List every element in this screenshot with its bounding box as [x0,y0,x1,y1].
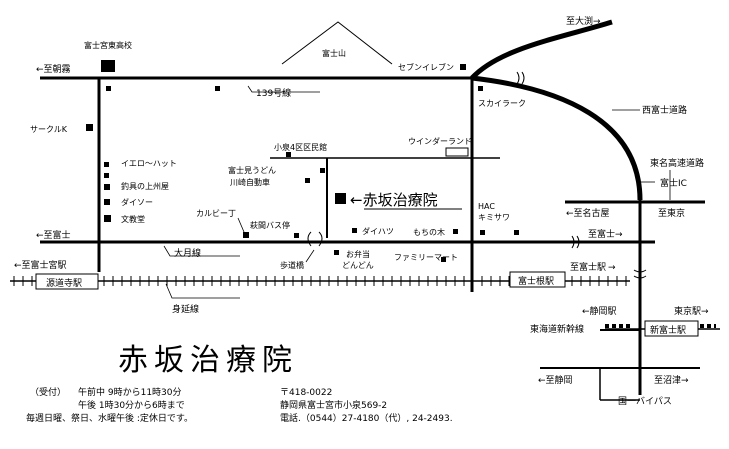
nishi-fuji-label: 西富士道路 [642,104,687,116]
calbee-label: カルビー丁 [196,209,236,218]
direction-fuji-east: 至富士→ [588,228,623,240]
mount-fuji-label: 富士山 [322,48,346,58]
bento-marker [334,250,339,255]
bunkyodo-label: 文教堂 [121,214,145,224]
nishi-fuji-road [470,19,613,80]
fujimi-udon-marker [320,168,325,173]
minobu-label-group: 身延線 [165,283,240,315]
fuji-ic-group: 富士IC [640,177,687,189]
circle-k-label: サークルK [30,125,68,134]
community-hall-label: 小泉4区区民館 [274,142,327,152]
address-postal: 〒418-0022 [280,388,332,398]
winds-label: ウインダーランド [408,136,472,146]
daiso-label: ダイソー [121,197,153,207]
yellow-hat-marker-2 [104,173,109,178]
direction-shizuoka: ←至静岡 [538,374,573,386]
clinic-marker [335,193,346,204]
direction-oobuchi: 至大渕→ [566,15,601,27]
hours-heading: （受付） [30,386,66,398]
hagima-bus-label: 萩間バス停 [250,220,290,230]
hac-label: HAC [478,202,495,211]
route139-marker-1 [106,86,111,91]
fishing-shop-label: 釣具の上州屋 [121,181,169,191]
direction-fuji-stn: 至富士駅 [570,261,606,273]
high-school-marker [101,60,115,72]
direction-asagiri: ←至朝霧 [36,64,71,75]
kawasaki-auto-marker [305,178,310,183]
direction-tokyo: 至東京 [658,207,685,219]
shinkansen-label: 東海道新幹線 [530,323,584,335]
seven-eleven-label: セブンイレブン [398,62,454,72]
daiso-marker [104,199,110,205]
hours-am: 午前中 9時から11時30分 [78,386,182,398]
hagima-bus-marker [294,233,299,238]
route139-marker-2 [215,86,220,91]
shin-fuji-station-label: 新富士駅 [650,324,686,336]
high-school-label: 富士宮東高校 [84,40,132,50]
hours-closed: 毎週日曜、祭日、水曜午後 :定休日です。 [26,412,193,424]
bypass-label: 国一バイパス [618,396,672,407]
kimisawa-label: キミサワ [478,213,510,222]
route139-label: 139号線 [256,87,291,99]
ohtsuki-label: 大月線 [174,247,201,259]
winds-marker [445,147,469,157]
direction-numazu: 至沼津→ [654,375,689,386]
clinic-map-label: ←赤坂治療院 [350,191,438,209]
bento-label: お弁当 [346,249,370,259]
fishing-shop-marker [104,184,110,190]
circle-k-marker [86,124,93,131]
ohtsuki-label-group: 大月線 [163,245,240,259]
direction-nagoya: ←至名古屋 [566,207,610,219]
direction-tokyo-stn: 東京駅→ [674,305,709,317]
daihatsu-marker [352,228,357,233]
nishi-fuji-road-south [471,75,643,201]
fujine-station-label: 富士根駅 [518,275,554,287]
clinic-title: 赤坂治療院 [118,343,298,378]
mount-fuji-icon [281,21,393,65]
mochinoki-label: もちの木 [413,227,445,237]
tomei-label: 東名高速道路 [650,157,704,169]
hours-pm: 午後 1時30分から6時まで [78,399,185,411]
direction-fuji-stn-arrow: → [608,263,616,273]
fujine-station: 富士根駅 [509,271,566,288]
hodokyo-label: 歩道橋 [280,260,304,270]
family-mart-label: ファミリーマート [394,253,458,262]
direction-fujinomiya-stn: ←至富士宮駅 [14,259,67,271]
dondon-label: どんどん [342,261,374,270]
skylark-marker [478,86,483,91]
minobu-label: 身延線 [172,303,199,315]
community-hall-marker [286,152,291,157]
direction-fuji-west: ←至富士 [36,229,71,241]
yellow-hat-marker [104,162,109,167]
fuji-ic-label: 富士IC [660,177,687,189]
address-phone: 電話.（0544）27-4180（代）, 24-2493. [280,412,453,424]
fujimi-udon-label: 富士見うどん [228,165,276,175]
address-line: 静岡県富士宮市小泉569-2 [280,399,387,411]
kawasaki-auto-label: 川崎自動車 [230,177,270,187]
skylark-label: スカイラーク [478,99,526,108]
genji-station: 源道寺駅 [35,273,99,290]
route139-label-group: 139号線 [247,85,320,99]
seven-eleven-marker [460,64,466,70]
family-mart-marker [441,257,446,262]
break-marks [307,71,647,279]
roads [40,19,705,401]
bunkyodo-marker [104,215,111,222]
direction-shizuoka-stn: ←静岡駅 [582,305,617,317]
shin-fuji-station: 新富士駅 [644,320,699,337]
daihatsu-label: ダイハツ [362,226,394,236]
kimisawa-marker [514,230,519,235]
yellow-hat-label: イエロ～ハット [121,159,177,168]
hac-marker [480,230,485,235]
mochinoki-marker [453,229,458,234]
genji-station-label: 源道寺駅 [46,277,82,289]
calbee-marker [243,232,249,238]
nishi-fuji-label-group: 西富士道路 [612,104,687,116]
